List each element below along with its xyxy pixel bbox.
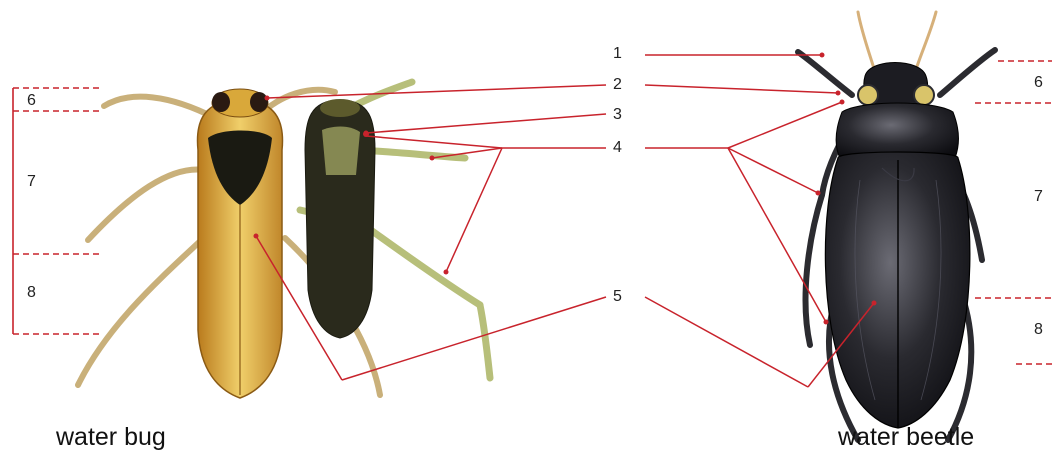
beetle-mid-leg-left-b <box>806 195 822 345</box>
leader-4-a <box>366 136 502 148</box>
beetle-segment-ticks <box>975 61 1052 364</box>
bug-mid-leg-left <box>88 169 205 240</box>
callout-number-4: 4 <box>613 140 622 156</box>
callout-number-2: 2 <box>613 77 622 93</box>
beetle-eye-right <box>914 85 934 105</box>
bug-front-leg-left <box>104 97 215 118</box>
callout-number-3: 3 <box>613 107 622 123</box>
beetle-front-leg-right <box>940 50 995 95</box>
leader-5-right-a <box>645 297 808 387</box>
bug-hind-leg-left <box>78 230 212 385</box>
beetle-segment-label-8: 8 <box>1034 322 1043 338</box>
bug-underside-head <box>320 99 360 117</box>
caption-water-bug: water bug <box>56 424 166 450</box>
beetle-eye-left <box>858 85 878 105</box>
caption-water-beetle: water beetle <box>838 424 974 450</box>
bug-under-leg-hind-b <box>480 305 490 378</box>
bug-eye-right <box>250 92 268 112</box>
bug-segment-label-6: 6 <box>27 93 36 109</box>
leader-4-right-a <box>728 102 842 148</box>
water-beetle <box>798 12 995 440</box>
bug-eye-left <box>212 92 230 112</box>
bug-segment-label-8: 8 <box>27 285 36 301</box>
water-bug-underside-view <box>300 82 490 378</box>
leader-5-left-a <box>342 297 606 380</box>
callout-number-5: 5 <box>613 289 622 305</box>
callout-number-1: 1 <box>613 46 622 62</box>
beetle-segment-label-7: 7 <box>1034 189 1043 205</box>
leader-4-c <box>446 148 502 272</box>
beetle-front-leg-left <box>798 52 852 95</box>
bug-segment-label-7: 7 <box>27 174 36 190</box>
leader-3 <box>366 114 606 133</box>
leader-2-to-beetle-eye <box>645 85 838 93</box>
beetle-pronotum <box>836 103 958 158</box>
beetle-segment-label-6: 6 <box>1034 75 1043 91</box>
bug-underside-thorax <box>322 126 360 175</box>
